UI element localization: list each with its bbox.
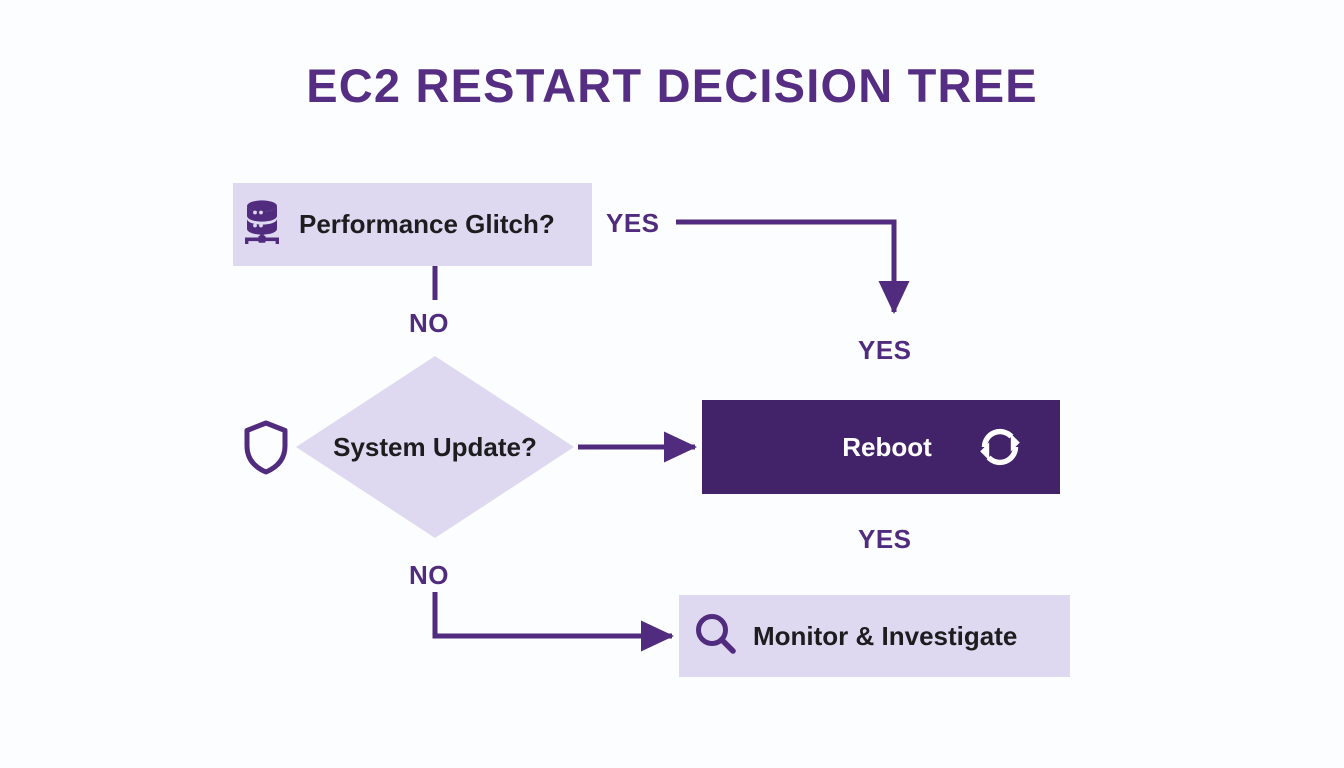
edge-label-yes-mid: YES xyxy=(858,335,912,365)
database-icon xyxy=(241,197,283,252)
search-icon xyxy=(693,611,739,662)
node-system-update[interactable]: System Update? xyxy=(296,356,574,538)
edge-label-no-lower: NO xyxy=(409,560,449,590)
node-system-update-label: System Update? xyxy=(333,431,537,462)
page-title: EC2 Restart Decision Tree xyxy=(306,59,1038,112)
edge-no-lower xyxy=(432,592,675,652)
node-monitor[interactable]: Monitor & Investigate xyxy=(679,595,1070,677)
node-performance-glitch-label: Performance Glitch? xyxy=(299,209,555,239)
node-reboot-label: Reboot xyxy=(842,431,932,462)
edge-label-no-top: NO xyxy=(409,308,449,338)
node-monitor-label: Monitor & Investigate xyxy=(753,620,1018,651)
shield-icon xyxy=(242,420,290,475)
edge-label-yes-top: YES xyxy=(606,208,660,238)
node-reboot[interactable]: Reboot xyxy=(702,400,1060,494)
edge-label-yes-lower: YES xyxy=(858,524,912,554)
node-performance-glitch[interactable]: Performance Glitch? xyxy=(233,183,592,266)
edge-yes-top xyxy=(676,219,910,315)
refresh-icon xyxy=(974,421,1026,473)
